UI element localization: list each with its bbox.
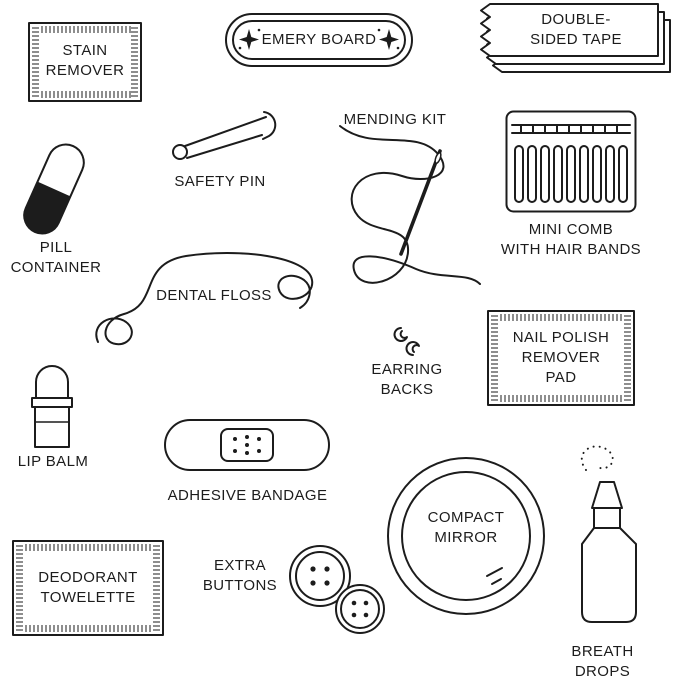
lip-balm-drawing: [31, 365, 73, 448]
safety-pin-drawing: [172, 111, 277, 160]
stain-remover-packet-drawing: [28, 22, 142, 102]
emery-board-drawing: [225, 13, 413, 67]
adhesive-bandage-drawing: [164, 419, 330, 471]
adhesive-bandage-label: ADHESIVE BANDAGE: [167, 487, 328, 504]
earring-backs-label: EARRING BACKS: [371, 361, 443, 398]
nail-polish-pad-label: NAIL POLISH REMOVER PAD: [512, 329, 610, 386]
compact-mirror-label: COMPACT MIRROR: [427, 509, 505, 546]
breath-drops-drawing: [580, 445, 637, 623]
double-sided-tape-drawing: [480, 3, 671, 73]
mini-comb-label: MINI COMB WITH HAIR BANDS: [500, 221, 642, 258]
mending-kit-needle-thread-drawing: [339, 125, 481, 285]
sparkle-right-icon: [379, 29, 399, 50]
extra-buttons-drawing: [289, 545, 385, 634]
dental-floss-label: DENTAL FLOSS: [156, 287, 272, 304]
emery-board-label: EMERY BOARD: [261, 31, 377, 49]
mini-comb-drawing: [505, 110, 637, 213]
deodorant-towelette-packet-drawing: [12, 540, 164, 636]
sparkle-left-icon: [239, 29, 259, 50]
deodorant-towelette-label: DEODORANT TOWELETTE: [38, 569, 138, 606]
double-sided-tape-label: DOUBLE- SIDED TAPE: [530, 11, 622, 48]
breath-drops-label: BREATH DROPS: [571, 643, 634, 680]
nail-polish-pad-packet-drawing: [487, 310, 635, 406]
safety-pin-label: SAFETY PIN: [174, 173, 266, 190]
earring-backs-drawing: [393, 327, 420, 356]
pill-container-drawing: [23, 143, 85, 235]
lip-balm-label: LIP BALM: [17, 453, 89, 470]
compact-mirror-drawing: [387, 457, 545, 615]
dental-floss-drawing: [95, 252, 314, 346]
stain-remover-label: STAIN REMOVER: [45, 42, 125, 79]
mending-kit-label: MENDING KIT: [343, 111, 447, 128]
extra-buttons-label: EXTRA BUTTONS: [202, 557, 278, 594]
pill-container-label: PILL CONTAINER: [10, 239, 102, 276]
